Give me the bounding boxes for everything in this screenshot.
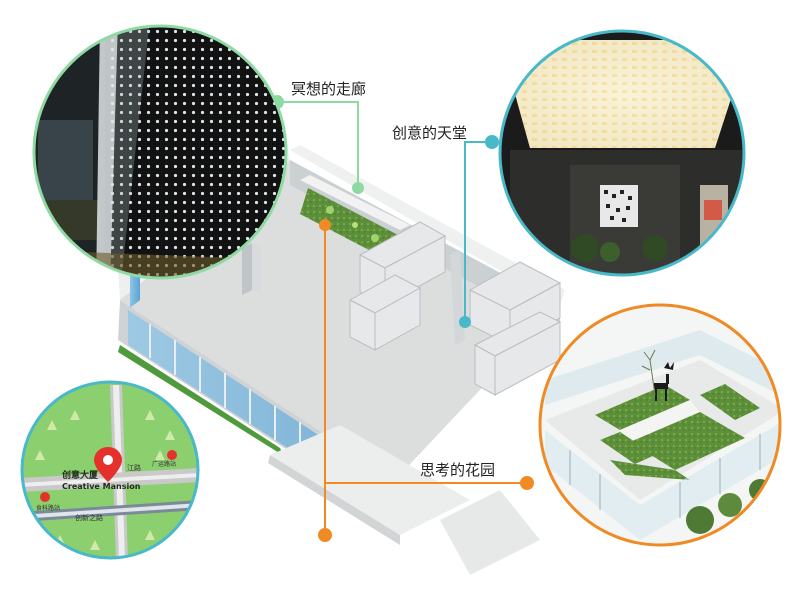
map-building-cn: 创意大厦	[61, 469, 99, 481]
map-poi-right: 广运路站	[152, 460, 176, 468]
map-street: 江路	[127, 463, 141, 472]
callout-label-heaven: 创意的天堂	[392, 124, 468, 142]
corridor-photo	[32, 24, 288, 280]
callout-label-corridor: 冥想的走廊	[291, 80, 367, 98]
map-road-bottom: 创新之路	[75, 513, 103, 522]
location-map	[20, 380, 200, 560]
callout-garden-line	[318, 219, 534, 542]
map-building-en: Creative Mansion	[62, 482, 141, 491]
garden-photo	[538, 303, 782, 547]
ceiling-photo	[498, 29, 746, 277]
map-poi-left: 食科路站	[36, 504, 60, 512]
callout-heaven-line	[459, 135, 499, 328]
callout-label-garden: 思考的花园	[420, 461, 496, 479]
